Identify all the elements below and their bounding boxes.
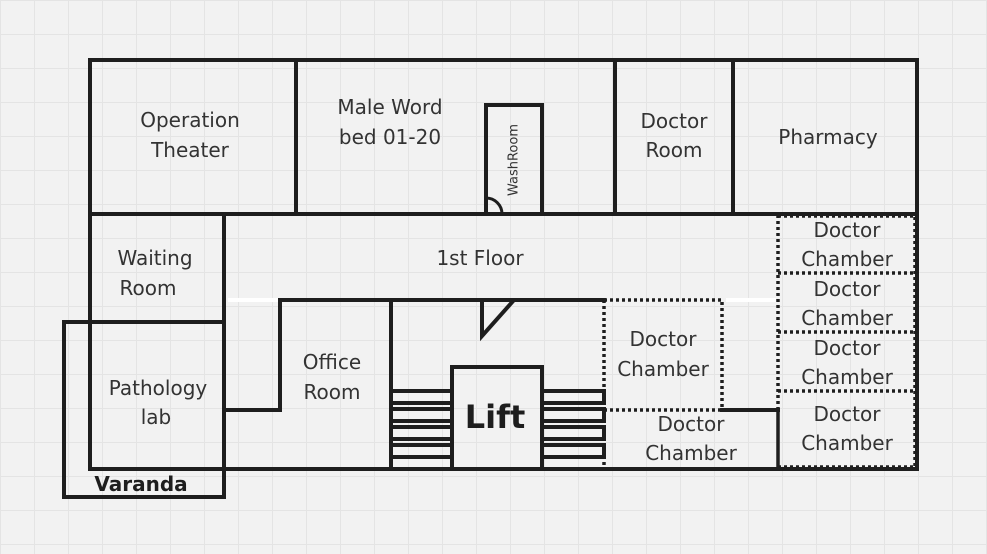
varanda-wall	[62, 298, 226, 499]
washroom-door-arc	[484, 196, 504, 216]
stairs-left	[389, 389, 454, 459]
lift-label: Lift	[465, 398, 526, 436]
doctor-chamber-center-wall	[604, 298, 724, 410]
washroom-label: WashRoom	[507, 124, 522, 196]
pharmacy-label: Pharmacy	[778, 125, 878, 149]
stairs-right	[540, 389, 606, 459]
washroom-wall	[484, 103, 544, 216]
varanda-label: Varanda	[94, 472, 187, 496]
lift-marker-triangle	[480, 298, 519, 342]
right-chambers-outline	[776, 214, 917, 469]
floor-label: 1st Floor	[436, 246, 524, 270]
